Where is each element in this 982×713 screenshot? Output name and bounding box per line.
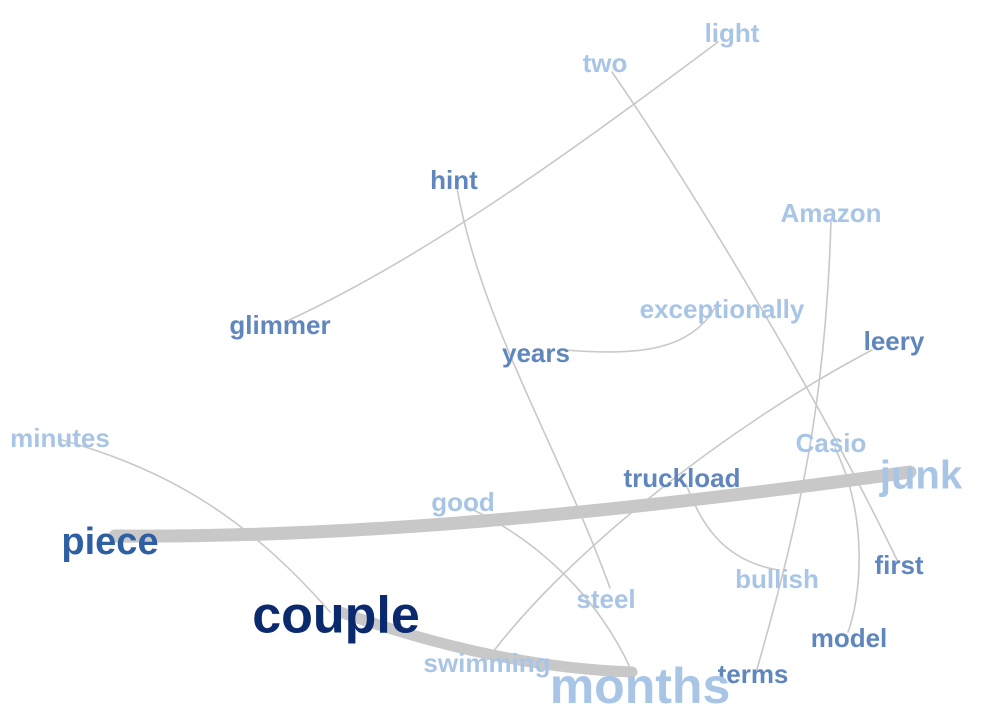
edge-piece-junk xyxy=(108,465,917,543)
edge-hint-steel xyxy=(456,187,611,589)
edge-light-glimmer xyxy=(284,41,719,323)
edge-minutes-couple xyxy=(61,439,331,613)
word-amazon: Amazon xyxy=(780,198,881,228)
word-couple: couple xyxy=(252,587,420,645)
edge-good-months xyxy=(464,505,633,673)
edge-amazon-terms xyxy=(754,219,832,677)
word-junk: junk xyxy=(879,454,963,498)
word-steel: steel xyxy=(576,584,635,614)
edge-casio-model xyxy=(834,447,860,633)
edge-couple-months xyxy=(334,606,638,678)
word-light: light xyxy=(705,18,760,48)
word-months: months xyxy=(550,658,731,713)
edge-leery-swimming xyxy=(486,349,873,661)
word-truckload: truckload xyxy=(623,463,740,493)
word-swimming: swimming xyxy=(423,648,550,678)
word-minutes: minutes xyxy=(10,423,110,453)
word-first: first xyxy=(874,550,923,580)
word-model: model xyxy=(811,623,888,653)
word-leery: leery xyxy=(864,326,925,356)
word-hint: hint xyxy=(430,165,478,195)
word-terms: terms xyxy=(718,659,789,689)
word-piece: piece xyxy=(61,521,158,563)
edge-layer xyxy=(61,41,917,678)
word-two: two xyxy=(583,48,628,78)
word-bullish: bullish xyxy=(735,564,819,594)
word-glimmer: glimmer xyxy=(229,310,330,340)
edge-truckload-bullish xyxy=(685,483,779,571)
word-casio: Casio xyxy=(796,428,867,458)
word-years: years xyxy=(502,338,570,368)
edge-years-exceptionally xyxy=(564,307,716,353)
word-good: good xyxy=(431,487,495,517)
edge-two-first xyxy=(611,71,899,563)
word-exceptionally: exceptionally xyxy=(640,294,805,324)
